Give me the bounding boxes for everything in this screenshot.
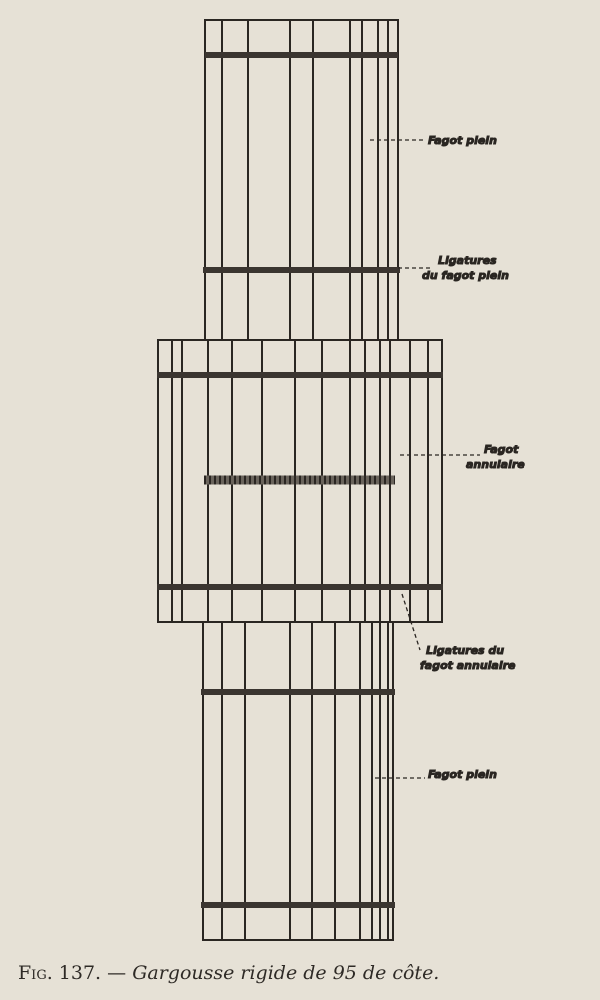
label-fagot-plein-bottom: Fagot plein [428,768,497,781]
figure-caption: Fig. 137. — Gargousse rigide de 95 de cô… [18,962,439,984]
label-fagot-plein-top: Fagot plein [428,134,497,147]
leader-lines [370,139,480,779]
label-ligatures-annulaire-1: Ligatures du [426,644,504,657]
figure-number: Fig. 137. — [18,962,127,984]
ligature-bands [157,52,443,908]
label-ligatures-plein-2: du fagot plein [422,269,509,282]
figure-title: Gargousse rigide de 95 de côte. [132,962,440,984]
label-fagot-annulaire-2: annulaire [466,458,525,471]
label-fagot-annulaire-1: Fagot [484,443,519,456]
label-ligatures-plein-1: Ligatures [438,254,497,267]
label-ligatures-annulaire-2: fagot annulaire [420,659,516,672]
bottom-fagot-plein [202,621,394,941]
top-fagot-plein [204,19,399,341]
